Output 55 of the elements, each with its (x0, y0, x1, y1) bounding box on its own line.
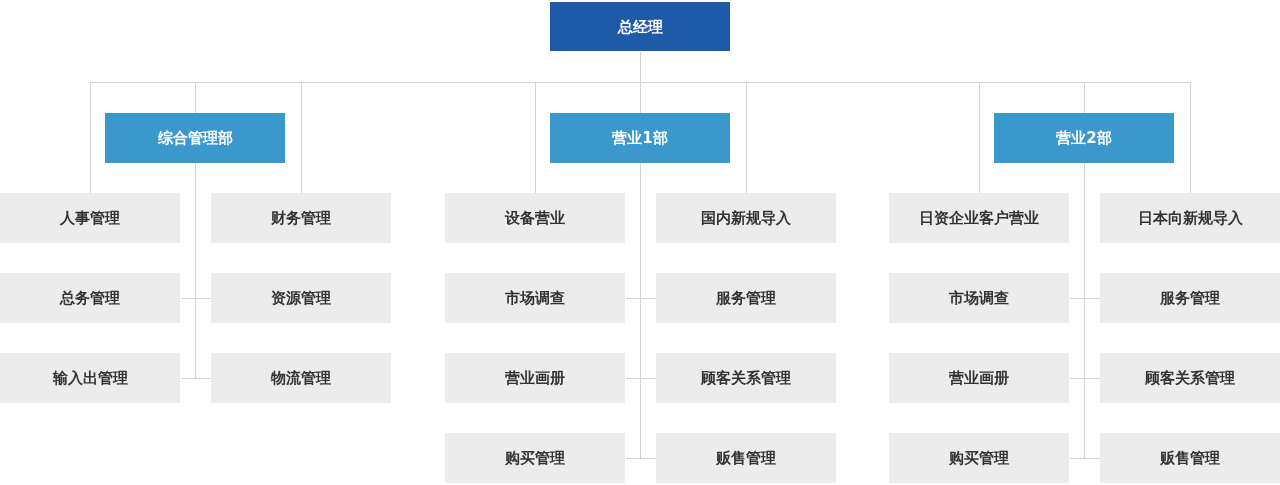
connector-line (639, 163, 656, 459)
unit-box (1100, 433, 1280, 483)
unit-box (1100, 353, 1280, 403)
box-label: 人事管理 (60, 209, 120, 227)
box-label: 输入出管理 (52, 369, 128, 387)
unit-box (445, 353, 625, 403)
unit-box (0, 193, 180, 243)
unit-box (445, 273, 625, 323)
unit-box (211, 273, 391, 323)
box-label: 营业1部 (612, 129, 668, 147)
box-label: 总务管理 (60, 289, 120, 307)
box-label: 购买管理 (949, 449, 1009, 467)
box-label: 贩售管理 (1160, 449, 1220, 467)
department-box (550, 113, 730, 163)
box-label: 服务管理 (1160, 289, 1220, 307)
unit-box (656, 433, 836, 483)
unit-box (656, 193, 836, 243)
unit-box (0, 273, 180, 323)
box-label: 服务管理 (716, 289, 776, 307)
department-box (105, 113, 285, 163)
unit-box (889, 193, 1069, 243)
department-box (994, 113, 1174, 163)
box-label: 日本向新规导入 (1137, 209, 1243, 227)
unit-box (889, 353, 1069, 403)
unit-box (656, 273, 836, 323)
top-box (550, 2, 730, 51)
unit-box (211, 353, 391, 403)
box-label: 物流管理 (271, 369, 331, 387)
box-label: 营业画册 (949, 369, 1009, 387)
connector-line (194, 163, 211, 379)
box-label: 顾客关系管理 (701, 369, 791, 387)
unit-box (889, 433, 1069, 483)
box-label: 营业2部 (1056, 129, 1112, 147)
box-label: 设备营业 (505, 209, 565, 227)
box-label: 资源管理 (271, 289, 331, 307)
unit-box (0, 353, 180, 403)
box-label: 市场调查 (949, 289, 1009, 307)
box-label: 财务管理 (271, 209, 331, 227)
connector-line (1083, 163, 1100, 459)
unit-box (1100, 273, 1280, 323)
unit-box (445, 193, 625, 243)
unit-box (889, 273, 1069, 323)
box-label: 购买管理 (505, 449, 565, 467)
box-label: 营业画册 (505, 369, 565, 387)
unit-box (1100, 193, 1280, 243)
box-label: 总经理 (617, 17, 663, 36)
box-label: 国内新规导入 (701, 209, 791, 227)
unit-box (445, 433, 625, 483)
box-label: 贩售管理 (716, 449, 776, 467)
box-label: 综合管理部 (157, 129, 233, 147)
box-label: 顾客关系管理 (1145, 369, 1235, 387)
box-label: 日资企业客户营业 (919, 209, 1039, 227)
unit-box (656, 353, 836, 403)
box-label: 市场调查 (505, 289, 565, 307)
unit-box (211, 193, 391, 243)
